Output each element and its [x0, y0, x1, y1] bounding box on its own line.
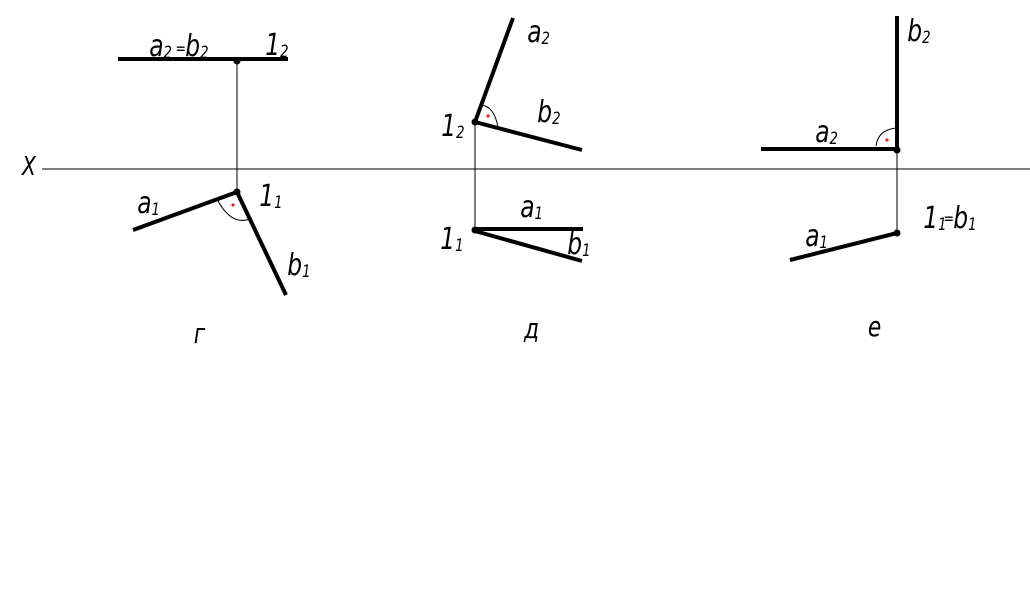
- label-b1: b1: [953, 201, 976, 236]
- label-a1: a1: [137, 186, 160, 221]
- label-a1: a1: [805, 219, 828, 254]
- line-b1: [235, 191, 288, 296]
- label-point-1-1: 11: [923, 201, 946, 236]
- label-b2: b2: [185, 29, 208, 64]
- line-b1: [474, 229, 583, 263]
- label-b2: b2: [907, 14, 930, 49]
- x-axis-label: X: [21, 152, 37, 182]
- label-b1: b1: [287, 248, 310, 283]
- label-point-1-2: 12: [441, 109, 464, 144]
- right-angle-arc: [480, 104, 499, 128]
- label-equals: =: [943, 211, 953, 229]
- caption-d: д: [523, 312, 539, 344]
- caption-g: г: [194, 317, 206, 349]
- point-1-1: [233, 188, 241, 196]
- point-1-1: [893, 229, 901, 237]
- label-point-1-1: 11: [259, 179, 282, 214]
- caption-e: е: [868, 310, 881, 342]
- label-b2: b2: [537, 95, 560, 130]
- line-a1: [789, 231, 898, 262]
- right-angle-arc: [216, 198, 251, 221]
- line-a1: [132, 190, 238, 232]
- right-angle-mark: [486, 114, 490, 118]
- label-point-1-2: 12: [265, 28, 288, 63]
- figure-e: b2 a2 11 = b1 a1 е: [761, 14, 977, 343]
- right-angle-arc: [875, 127, 897, 147]
- label-b1: b1: [567, 227, 590, 262]
- label-a2: a2: [815, 115, 838, 150]
- figure-d: a2 b2 12 a1 11 b1 д: [440, 15, 590, 344]
- point-1-1: [471, 226, 479, 234]
- line-b2: [474, 120, 583, 152]
- label-a1: a1: [520, 190, 543, 225]
- figure-g: a2 = b2 12 a1 11 b1 г: [118, 28, 311, 350]
- line-a2: [473, 17, 515, 123]
- label-a2: a2: [149, 29, 172, 64]
- label-point-1-1: 11: [440, 222, 463, 257]
- label-a2: a2: [527, 15, 550, 50]
- label-equals: =: [175, 41, 185, 59]
- right-angle-mark: [885, 138, 889, 142]
- right-angle-mark: [231, 203, 235, 207]
